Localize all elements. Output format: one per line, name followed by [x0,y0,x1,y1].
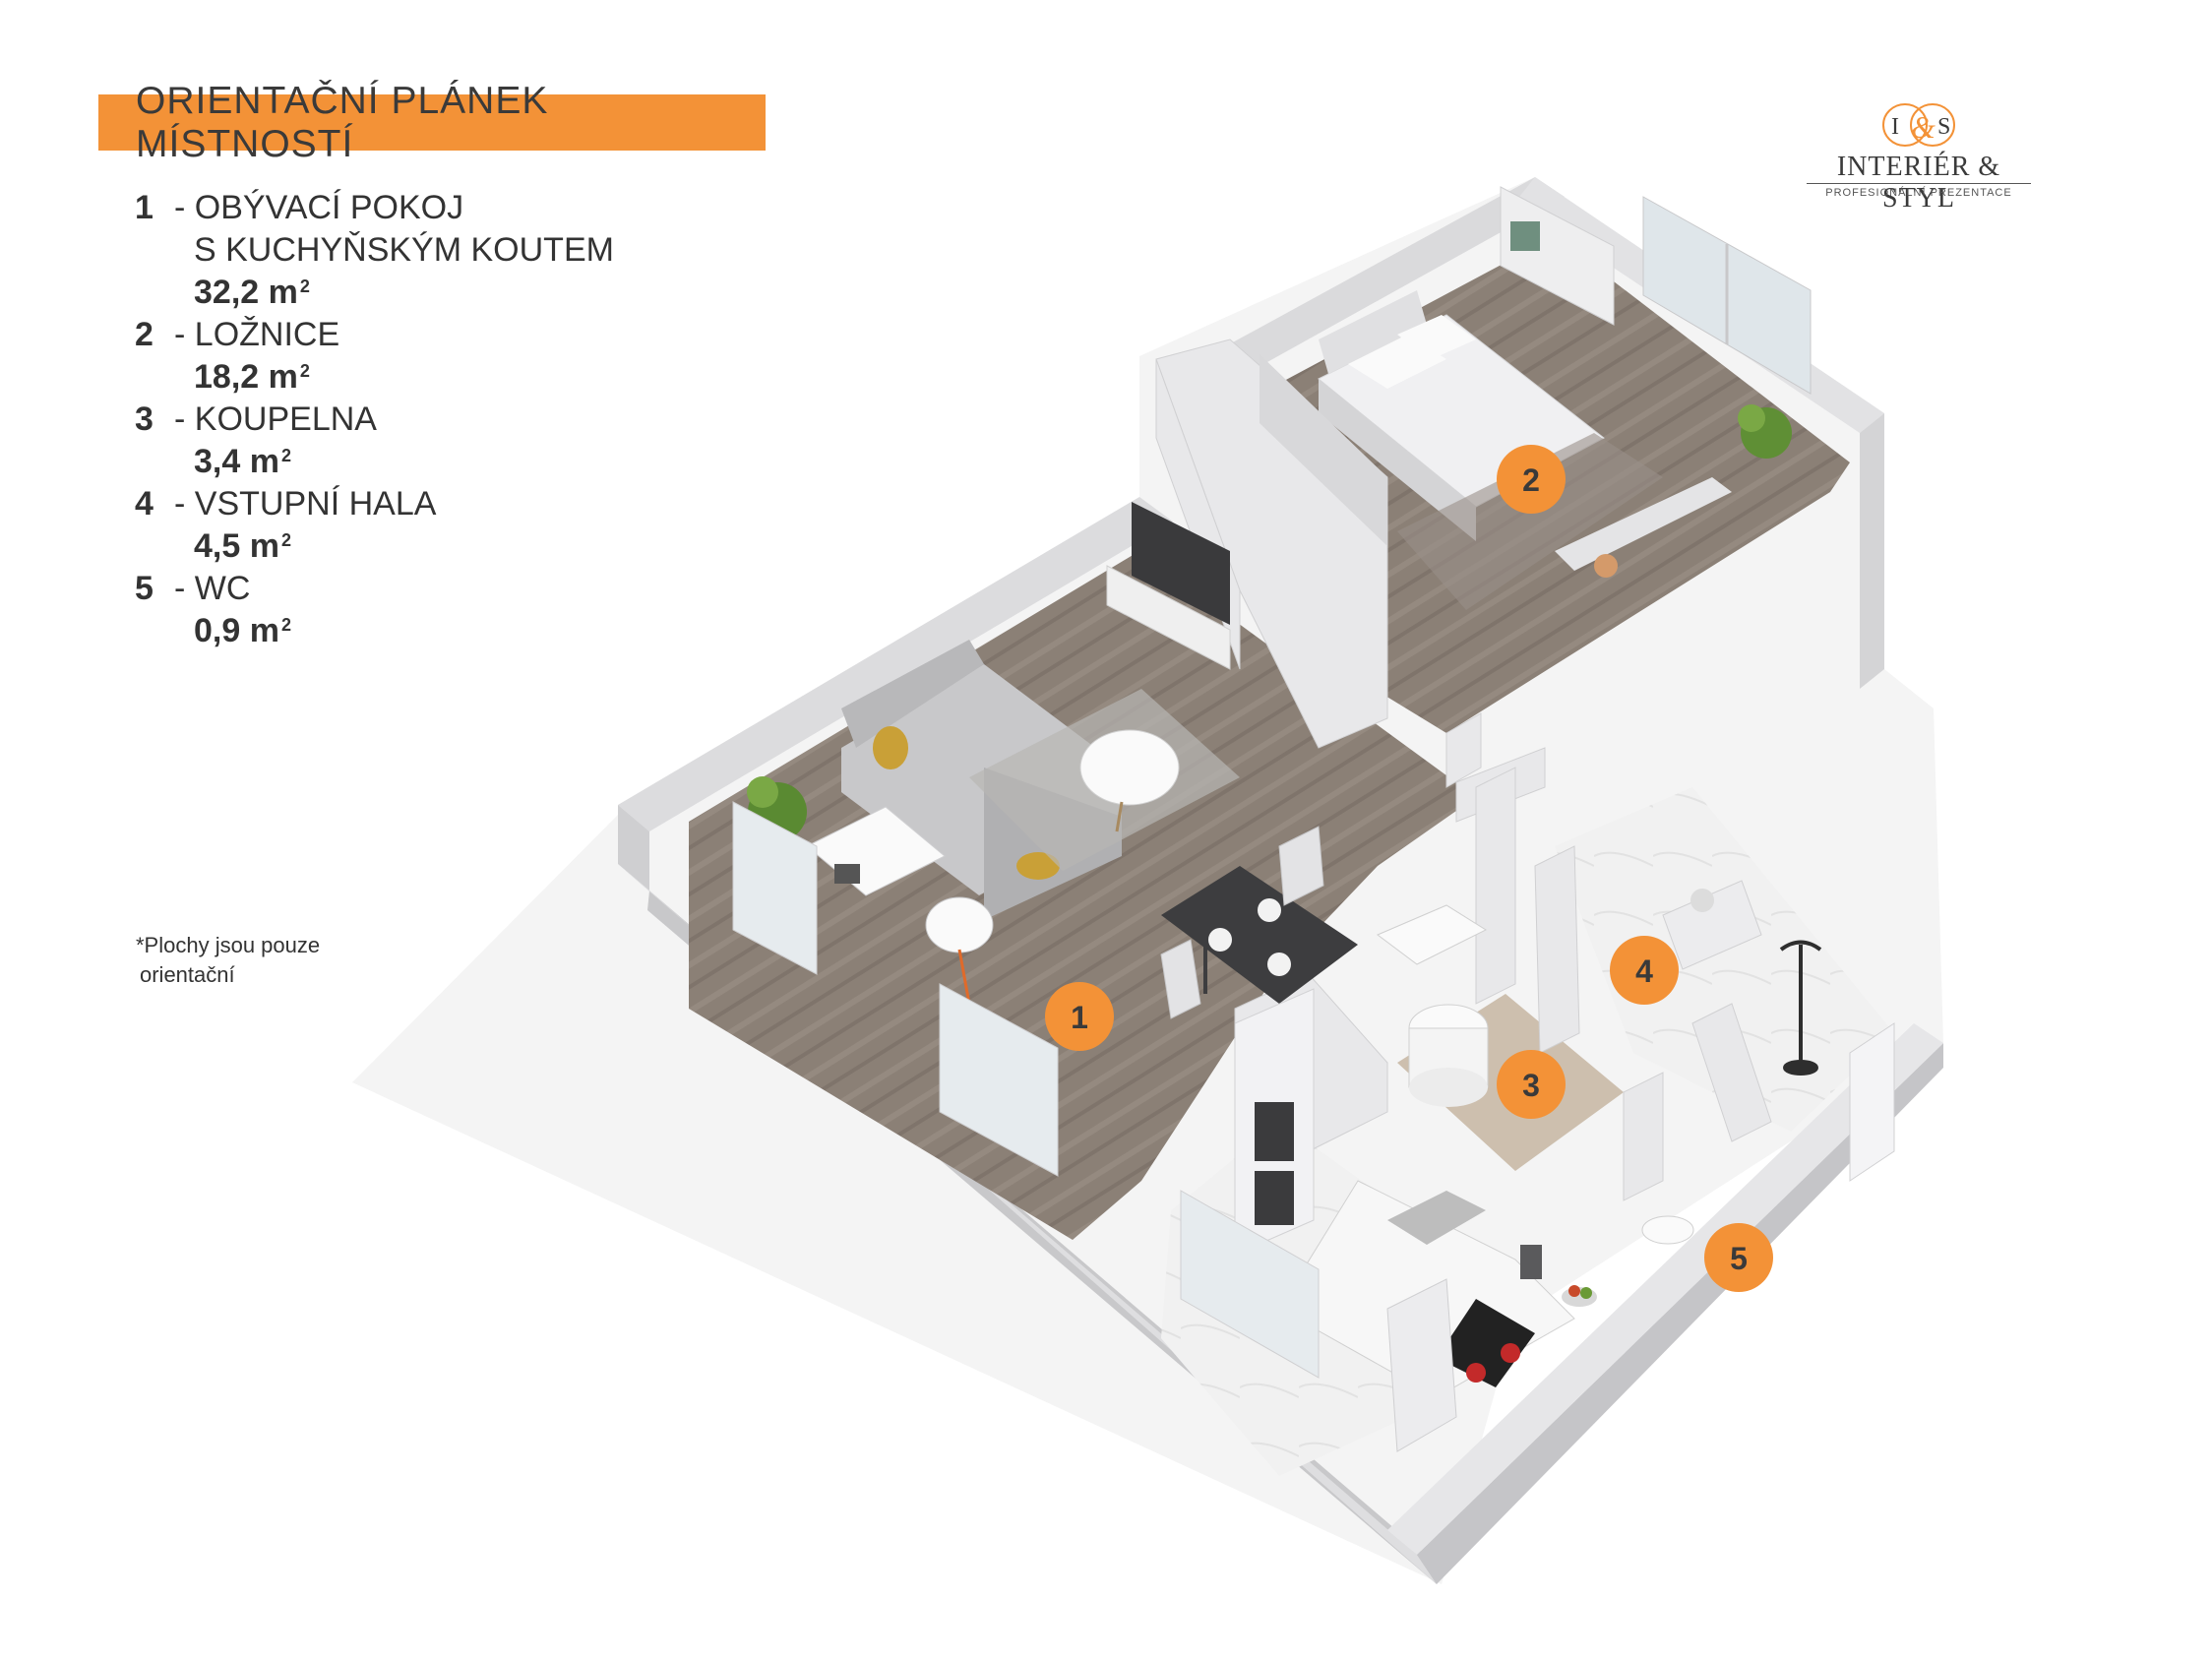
legend-room-name: - OBÝVACÍ POKOJ [174,189,464,226]
coffee-machine-icon [1520,1245,1542,1279]
legend-number: 1 [135,189,154,226]
legend-room-name: - WC [174,570,251,607]
washbasin [1377,904,1488,965]
monogram-right: S [1937,114,1950,140]
badge-number: 2 [1522,462,1540,498]
toilet [1641,1215,1694,1245]
legend-room-name: - VSTUPNÍ HALA [174,485,437,523]
room-badge-4: 4 [1610,936,1679,1005]
coat-rack-icon [1779,940,1822,1076]
room-badge-5: 5 [1704,1223,1773,1292]
brand-logo: I & S INTERIÉR & STYL PROFESIONÁLNÍ PREZ… [1797,100,2041,214]
area-disclaimer: *Plochy jsou pouze orientační [136,931,320,990]
disclaimer-line-2: orientační [140,962,235,987]
living-window-left [732,801,818,975]
brand-name: INTERIÉR & STYL [1836,152,2001,214]
room-badge-3: 3 [1497,1050,1566,1119]
fridge [1386,1278,1457,1452]
entrance-door [1849,1022,1895,1182]
room-badge-2: 2 [1497,445,1566,514]
bedroom-plant-icon [1738,404,1792,459]
brand-divider [1807,183,2031,184]
bedroom-bench [1555,477,1732,578]
brand-subtitle: PROFESIONÁLNÍ PREZENTACE [1825,187,2012,199]
bedroom-window [1642,196,1812,395]
dining-chairs [1160,826,1324,1019]
monogram-left: I [1891,114,1899,140]
legend-number: 4 [135,485,154,523]
shoe-cabinet [1662,880,1762,970]
legend-room-name: - LOŽNICE [174,316,340,353]
fruit-bowl-icon [1562,1285,1597,1307]
bedroom-rug [1397,433,1663,610]
bedroom-shelf [1500,186,1615,326]
wardrobe [1260,354,1387,546]
plan-title: ORIENTAČNÍ PLÁNEK MÍSTNOSTÍ [136,79,549,165]
legend-number: 3 [135,400,154,438]
disclaimer-line-1: *Plochy jsou pouze [136,933,321,957]
desk [806,806,946,896]
floor-lamp-icon [925,896,994,1005]
legend-number: 2 [135,316,154,353]
bathtub [1408,1004,1489,1107]
tv-icon [1132,502,1230,625]
badge-number: 5 [1730,1241,1748,1276]
kitchen-window [1180,1190,1320,1379]
plan-title-banner: ORIENTAČNÍ PLÁNEK MÍSTNOSTÍ [98,80,766,165]
coffee-table [1079,729,1180,832]
legend-room-name-cont: S KUCHYŇSKÝM KOUTEM [194,231,614,269]
legend-number: 5 [135,570,154,607]
badge-number: 1 [1071,1000,1088,1035]
living-window-bottom [939,983,1059,1177]
monogram-ampersand: & [1911,109,1936,145]
badge-number: 3 [1522,1068,1540,1103]
tv-stand [1106,565,1231,670]
hall-floor [1555,787,1894,1132]
monogram-icon: I & S [1882,103,1955,147]
room-badge-1: 1 [1045,982,1114,1051]
badge-number: 4 [1635,953,1653,989]
legend-room-name: - KOUPELNA [174,400,377,438]
